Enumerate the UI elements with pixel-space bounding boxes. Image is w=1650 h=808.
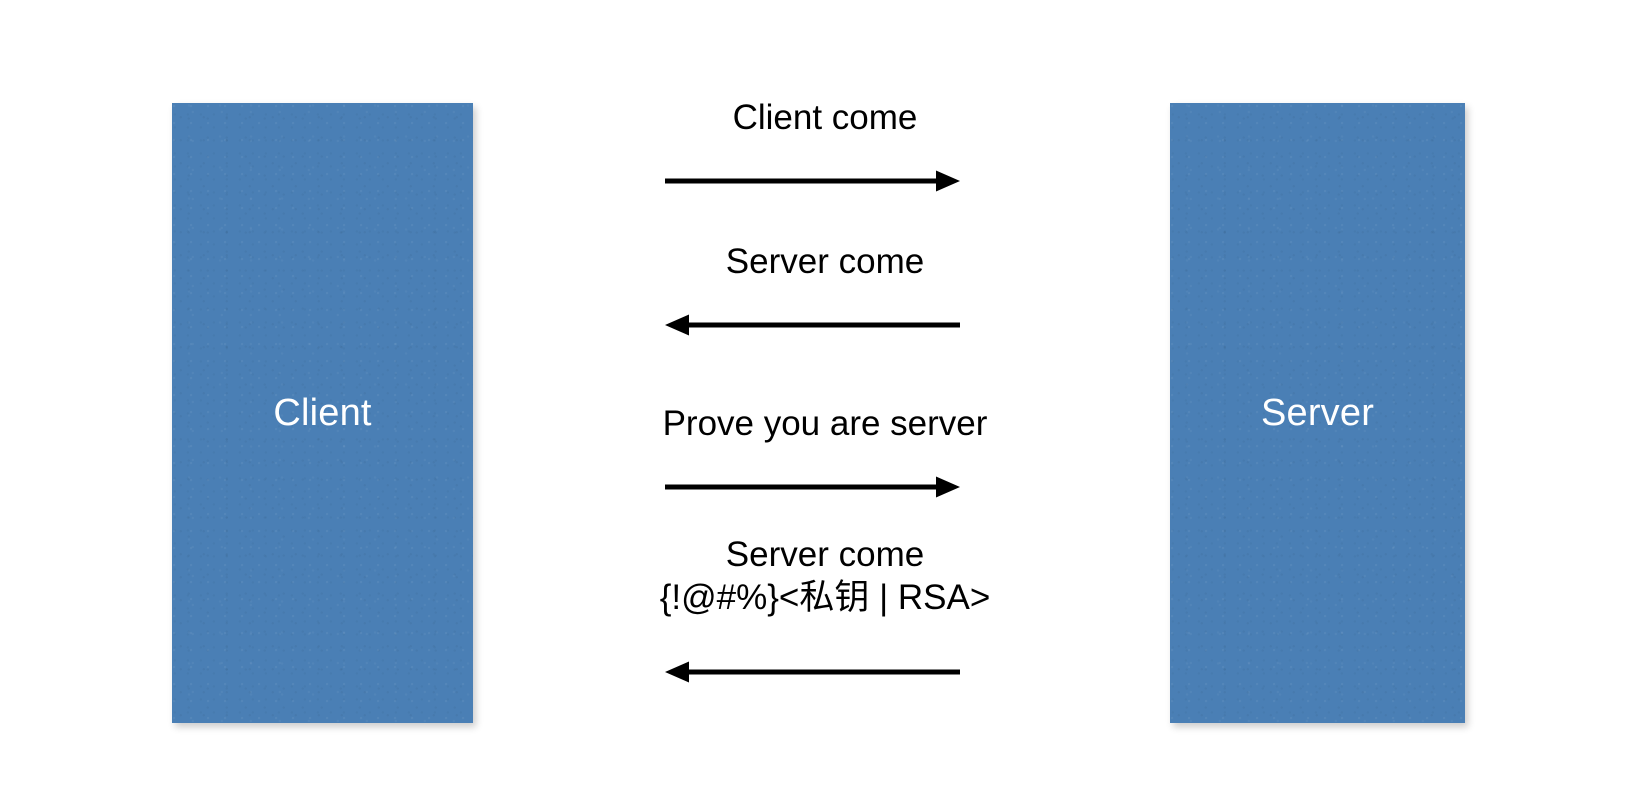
- actor-box-client: Client: [172, 103, 473, 723]
- message-2-server-come: Server come: [500, 240, 1150, 336]
- message-3-arrow-right-icon: [500, 474, 1150, 500]
- message-2-label: Server come: [725, 242, 925, 281]
- message-1-label: Client come: [732, 98, 918, 137]
- actor-label-client: Client: [273, 392, 372, 434]
- actor-box-server: Server: [1170, 103, 1465, 723]
- message-4-server-come-signed: Server come {!@#%}<私钥 | RSA>: [500, 533, 1150, 683]
- message-1-arrow-right-icon: [500, 168, 1150, 194]
- message-4-arrow-left-icon: [500, 659, 1150, 685]
- message-3-label: Prove you are server: [662, 404, 988, 443]
- message-4-label: Server come {!@#%}<私钥 | RSA>: [659, 535, 991, 618]
- message-2-arrow-left-icon: [500, 312, 1150, 338]
- message-1-client-come: Client come: [500, 96, 1150, 192]
- message-3-prove-you-are-server: Prove you are server: [500, 402, 1150, 498]
- actor-label-server: Server: [1260, 392, 1375, 434]
